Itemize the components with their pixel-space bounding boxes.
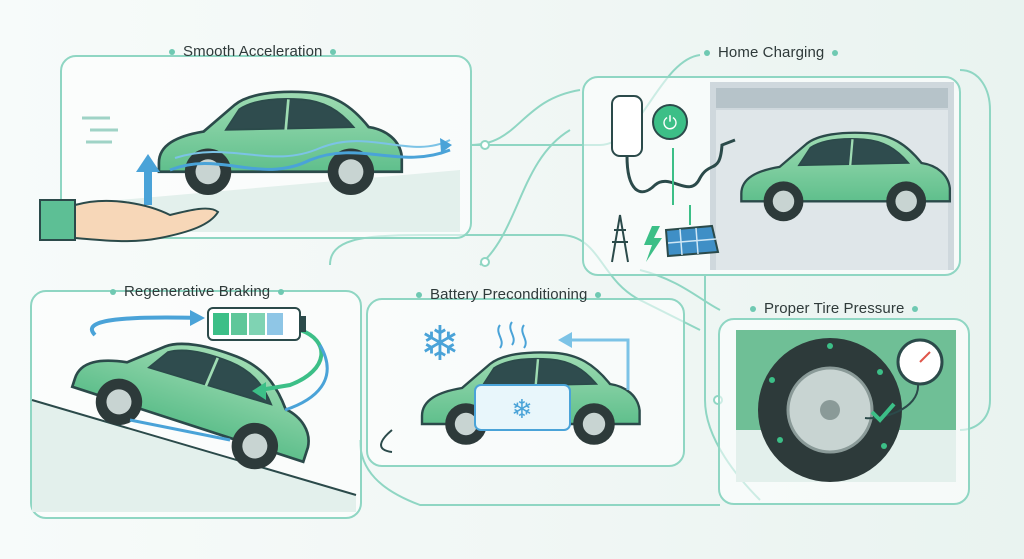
plug-icon: ⏻	[652, 104, 688, 140]
heat-waves-icon	[497, 321, 527, 349]
wall-charger-icon	[611, 95, 736, 194]
regen-scene	[31, 309, 357, 512]
battery-icon	[207, 307, 306, 341]
hand-icon	[39, 199, 220, 243]
label-battery-preconditioning: Battery Preconditioning	[402, 286, 615, 303]
svg-text:❄: ❄	[511, 395, 533, 425]
power-tower-icon	[611, 214, 629, 263]
label-regenerative-braking: Regenerative Braking	[96, 283, 298, 300]
precondition-car: ❄	[380, 351, 641, 453]
checkmark-icon	[870, 402, 896, 423]
svg-text:⏻: ⏻	[663, 113, 677, 134]
pressure-gauge-icon	[864, 338, 944, 420]
label-proper-tire-pressure: Proper Tire Pressure	[736, 300, 932, 317]
snowflake-icon: ❄	[420, 316, 460, 372]
label-smooth-acceleration: Smooth Acceleration	[155, 43, 350, 60]
svg-text:❄: ❄	[420, 316, 460, 372]
lightning-icon	[644, 226, 662, 262]
solar-panel-icon	[664, 224, 720, 258]
garage	[710, 82, 954, 270]
label-home-charging: Home Charging	[690, 44, 852, 61]
